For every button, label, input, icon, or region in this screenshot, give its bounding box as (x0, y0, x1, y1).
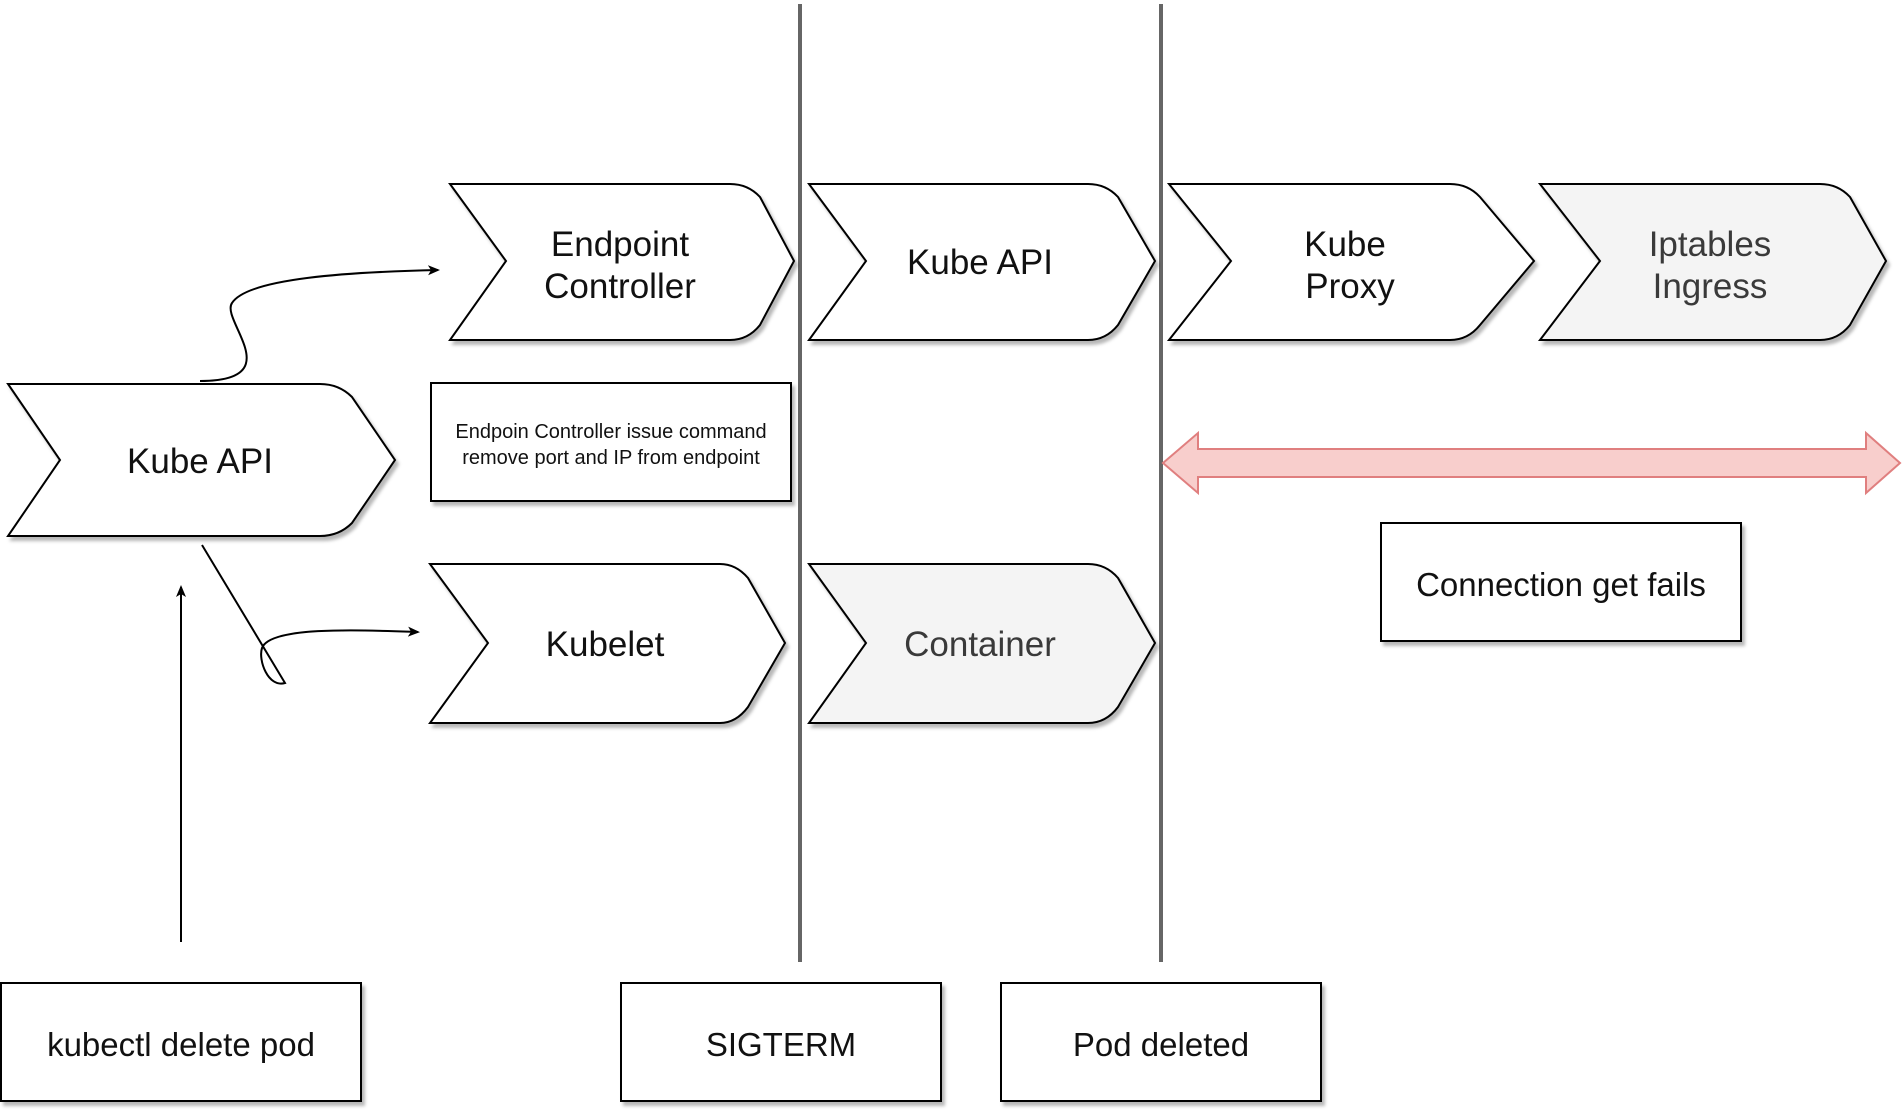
kubelet-node: Kubelet (428, 563, 787, 724)
container-label: Container (904, 625, 1056, 664)
connection-note-box: Connection get fails (1380, 522, 1742, 642)
kube-proxy-label-line1: Kube (1304, 225, 1386, 264)
endpoint-note-line2: remove port and IP from endpoint (462, 447, 760, 469)
kube-proxy-label-line2: Proxy (1305, 267, 1395, 306)
iptables-ingress-label-line1: Iptables (1649, 225, 1772, 264)
iptables-ingress-label-line2: Ingress (1653, 267, 1768, 306)
pod-deleted-box: Pod deleted (1000, 982, 1322, 1102)
pod-deleted-label: Pod deleted (1073, 1026, 1249, 1063)
endpoint-controller-node: Endpoint Controller (448, 183, 796, 341)
kube-api-left-label: Kube API (127, 442, 273, 481)
endpoint-controller-label-line2: Controller (544, 267, 696, 306)
sigterm-label: SIGTERM (706, 1026, 856, 1063)
kube-proxy-node: Kube Proxy (1166, 183, 1536, 341)
endpoint-controller-label-line1: Endpoint (551, 225, 689, 264)
kubectl-delete-pod-box: kubectl delete pod (0, 982, 362, 1102)
endpoint-note-box: Endpoin Controller issue command remove … (430, 382, 792, 502)
connector-kube-api-to-kubelet (201, 544, 420, 685)
endpoint-note-line1: Endpoin Controller issue command (455, 421, 766, 443)
connector-kube-api-to-endpoint-controller (199, 265, 440, 382)
sigterm-box: SIGTERM (620, 982, 942, 1102)
kube-api-left-node: Kube API (6, 383, 397, 537)
kubelet-label: Kubelet (546, 625, 665, 664)
kube-api-mid-label: Kube API (907, 243, 1053, 282)
container-node: Container (807, 563, 1157, 724)
kubectl-delete-pod-label: kubectl delete pod (47, 1026, 315, 1063)
connection-fail-double-arrow (1161, 430, 1902, 496)
kube-api-mid-node: Kube API (807, 183, 1157, 341)
iptables-ingress-node: Iptables Ingress (1537, 183, 1888, 341)
connection-note-label: Connection get fails (1416, 566, 1706, 603)
